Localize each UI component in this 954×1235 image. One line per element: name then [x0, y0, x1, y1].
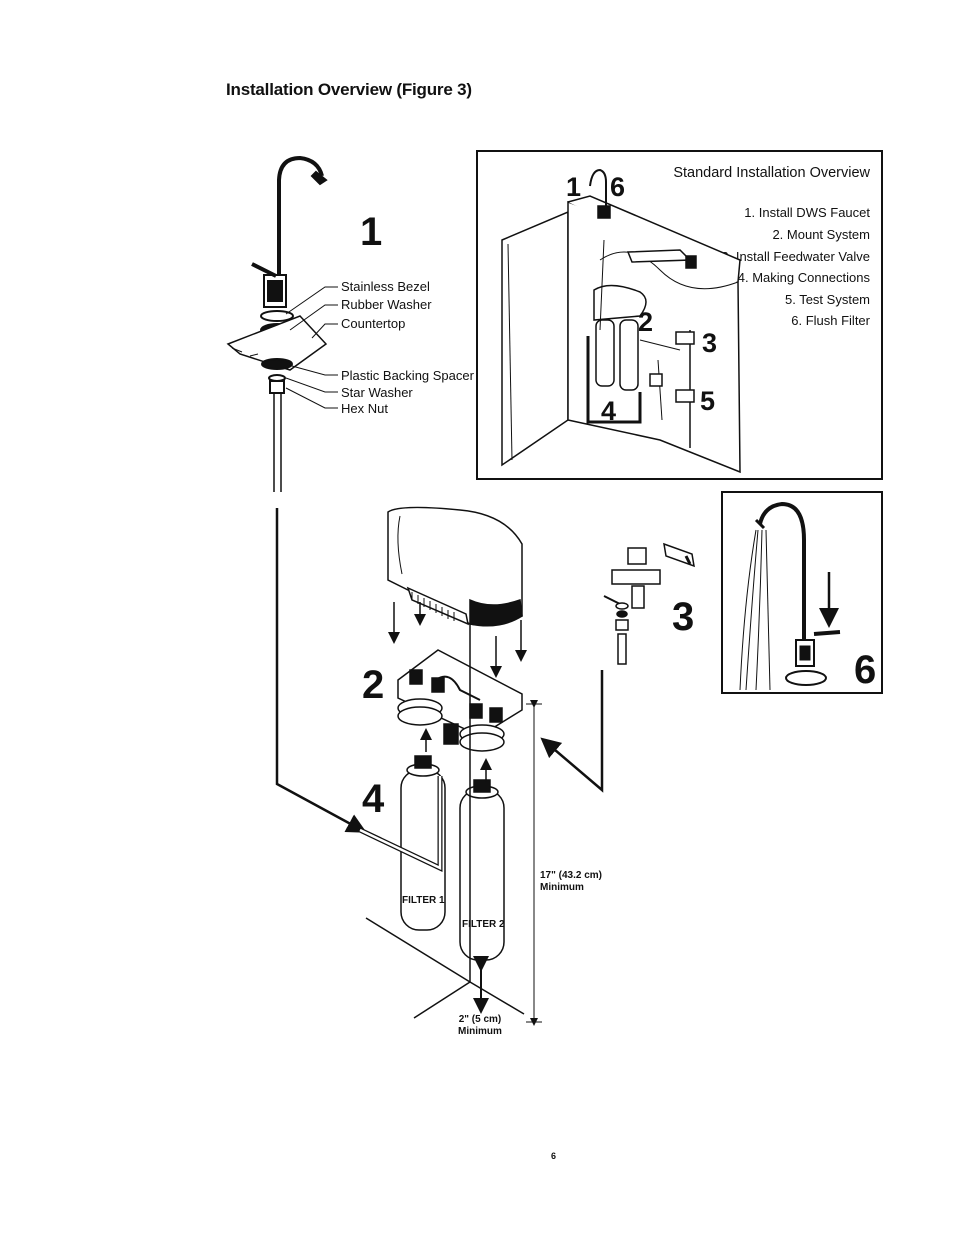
manifold-bracket-illustration: [397, 649, 523, 752]
filter-2-label: FILTER 2: [462, 919, 505, 930]
filter-1-cartridge: [400, 755, 446, 931]
height-dimension: [526, 700, 542, 1026]
filter-cover-illustration: [387, 506, 523, 627]
step-number-2: 2: [362, 663, 384, 707]
mounting-wall: [365, 624, 525, 1019]
label-plastic-backing-spacer: Plastic Backing Spacer: [341, 368, 475, 383]
overview-number-4: 4: [601, 396, 616, 426]
overview-step-6: 6. Flush Filter: [791, 313, 870, 328]
step-number-1: 1: [360, 210, 382, 254]
label-rubber-washer: Rubber Washer: [341, 297, 432, 312]
filter-2-cartridge: [459, 779, 505, 961]
overview-step-2: 2. Mount System: [772, 227, 870, 242]
overview-number-2: 2: [638, 307, 653, 337]
overview-step-4: 4. Making Connections: [738, 270, 871, 285]
overview-number-6: 6: [610, 172, 625, 202]
tubing-lines: [275, 508, 604, 872]
clearance-dimension-note: Minimum: [458, 1026, 502, 1037]
feedwater-valve-illustration: [603, 542, 695, 665]
overview-number-3: 3: [702, 328, 717, 358]
faucet-part-leaders: [285, 286, 338, 409]
page-number: 6: [551, 1151, 557, 1161]
faucet-assembly: [226, 155, 328, 492]
overview-title: Standard Installation Overview: [673, 165, 870, 181]
label-star-washer: Star Washer: [341, 385, 413, 400]
cabinet-illustration: [501, 168, 741, 474]
overview-step-3: 3. Install Feedwater Valve: [721, 249, 870, 264]
page-title: Installation Overview (Figure 3): [226, 80, 472, 99]
flush-filter-panel: [721, 491, 883, 694]
assembly-arrows: [388, 602, 527, 782]
overview-step-1: 1. Install DWS Faucet: [744, 205, 870, 220]
overview-panel: [476, 150, 883, 480]
clearance-dimension-value: 2" (5 cm): [459, 1014, 502, 1025]
label-hex-nut: Hex Nut: [341, 401, 388, 416]
flush-faucet-illustration: [739, 501, 841, 691]
filter-1-label: FILTER 1: [402, 895, 445, 906]
overview-number-5: 5: [700, 386, 715, 416]
label-stainless-bezel: Stainless Bezel: [341, 279, 430, 294]
step-number-6: 6: [854, 648, 876, 692]
height-dimension-note: Minimum: [540, 882, 584, 893]
step-number-4: 4: [362, 777, 385, 821]
overview-step-5: 5. Test System: [785, 292, 870, 307]
overview-number-1: 1: [566, 172, 581, 202]
label-countertop: Countertop: [341, 316, 405, 331]
step-number-3: 3: [672, 595, 694, 639]
height-dimension-value: 17" (43.2 cm): [540, 870, 602, 881]
